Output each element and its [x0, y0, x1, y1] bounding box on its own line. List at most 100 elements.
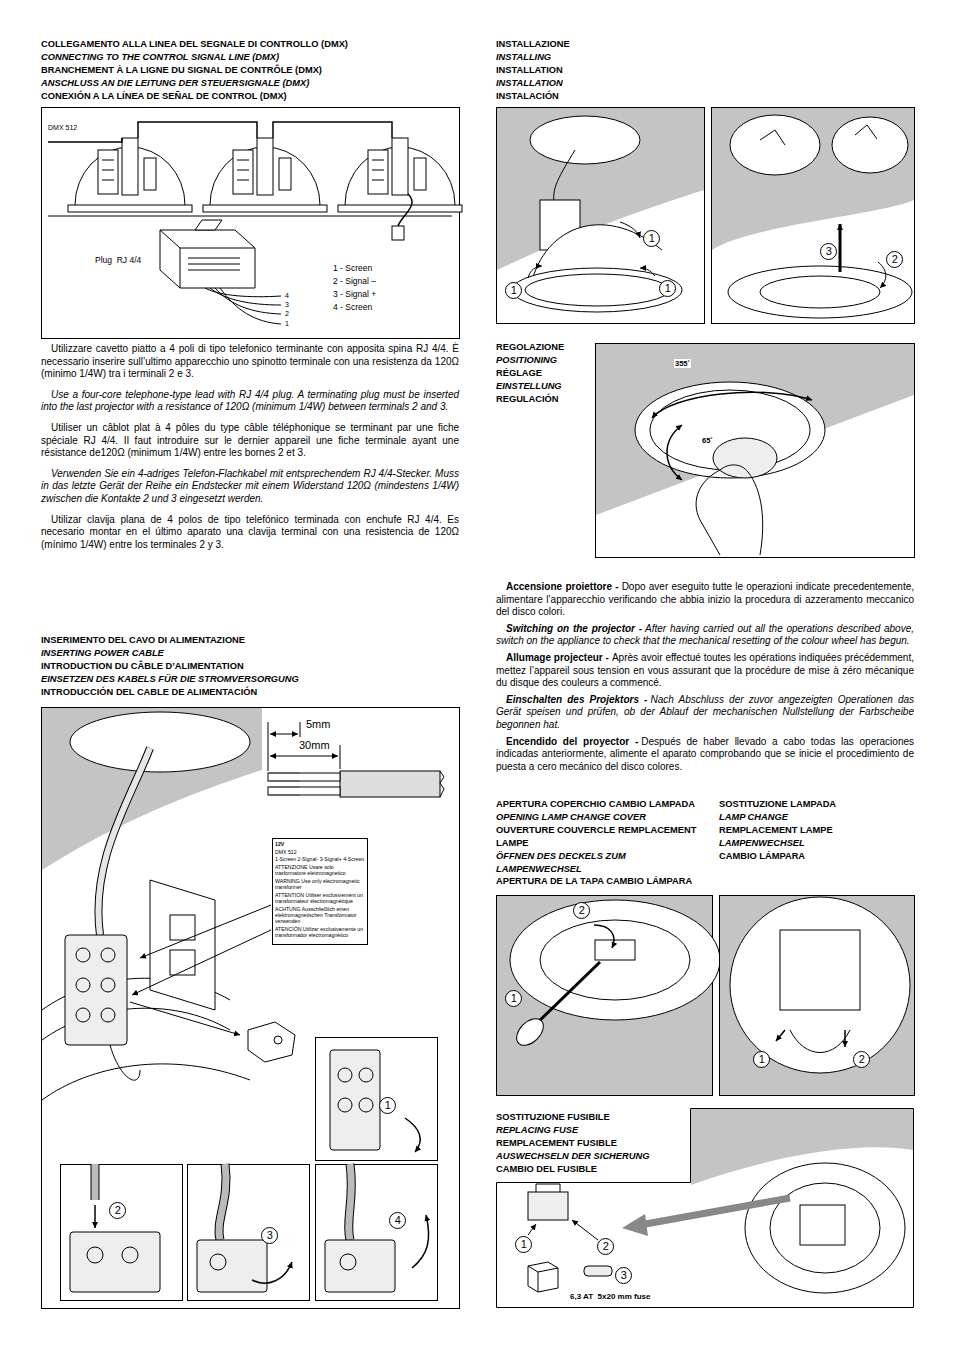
- lamp-illustration-part: [720, 896, 915, 1096]
- positioning-illustration-part: [652, 392, 812, 418]
- dmx-illustration-part: [160, 230, 255, 288]
- installation-illustration-part: [712, 108, 914, 250]
- installation-illustration-part: [760, 276, 880, 308]
- installation-illustration-part: [640, 268, 655, 276]
- label: Plug RJ 4/4: [95, 255, 141, 265]
- text-group: INSERIMENTO DEL CAVO DI ALIMENTAZIONEINS…: [41, 634, 461, 699]
- power-cable-illustration-part: [42, 708, 262, 870]
- power-cable-illustration-part: [440, 771, 444, 797]
- power-cable-illustration-part: [405, 1118, 420, 1152]
- paragraph-text: Encendido del proyector -: [506, 736, 638, 747]
- paragraph: Utiliser un câblot plat à 4 pôles du typ…: [41, 422, 459, 460]
- dmx-illustration-part: [195, 220, 222, 230]
- lamp-illustration-part: [594, 925, 614, 948]
- power-cable-illustration-part: [340, 771, 440, 797]
- label: 4 - Screen: [333, 302, 372, 312]
- paragraph-text: Utilizar clavija plana de 4 polos de tip…: [41, 514, 462, 550]
- installation-illustration-part: [712, 108, 915, 324]
- label: DMX 512: [48, 124, 77, 132]
- sticker-text: ACHTUNG Ausschließlich einen elektromagn…: [275, 906, 365, 925]
- section-heading: POSITIONING: [496, 354, 591, 367]
- power-cable-illustration-part: [170, 915, 195, 940]
- dmx-illustration-part: [68, 138, 192, 212]
- paragraph: Allumage projecteur -Après avoir effectu…: [496, 652, 914, 690]
- paragraph: Use a four-core telephone-type lead with…: [41, 389, 459, 414]
- callout-number: 1: [515, 1236, 532, 1253]
- power-cable-illustration-part: [268, 773, 300, 795]
- text-group: SOSTITUZIONE FUSIBILEREPLACING FUSEREMPL…: [496, 1111, 686, 1176]
- power-cable-illustration-part: [274, 1036, 282, 1044]
- fuse-illustration-part: [528, 1224, 536, 1235]
- warning-sticker: 12VDMX 5121-Screen 2-Signal- 3-Signal+ 4…: [272, 838, 368, 945]
- section-heading: REGOLAZIONE: [496, 341, 591, 354]
- lamp-illustration-part: [730, 897, 910, 1073]
- section-heading: CONNECTING TO THE CONTROL SIGNAL LINE (D…: [41, 51, 461, 64]
- power-cable-illustration-part: [197, 1240, 267, 1292]
- sticker-text: ATENCIÓN Utilizar exclusivamente un tran…: [275, 926, 365, 938]
- callout-number: 1: [643, 230, 660, 247]
- callout-number: 2: [597, 1238, 614, 1255]
- power-cable-illustration-part: [316, 1165, 438, 1301]
- sticker-text: ATTENZIONE Usare solo trasformatore elet…: [275, 864, 365, 876]
- paragraph: Accensione proiettore -Dopo aver eseguit…: [496, 581, 914, 619]
- power-cable-illustration-part: [252, 1262, 292, 1283]
- dmx-illustration-part: [160, 230, 255, 288]
- text-group: REGOLAZIONEPOSITIONINGRÉGLAGEEINSTELLUNG…: [496, 341, 591, 406]
- section-heading: INTRODUCTION DU CÂBLE D’ALIMENTATION: [41, 660, 461, 673]
- power-cable-illustration-part: [98, 748, 150, 935]
- callout-number: 2: [886, 251, 903, 268]
- section-heading: REMPLACEMENT LAMPE: [719, 824, 911, 837]
- dmx-illustration-part: [398, 194, 412, 226]
- power-cable-illustration-part: [70, 1232, 160, 1292]
- paragraph: Switching on the projector -After having…: [496, 623, 914, 648]
- power-cable-illustration-part: [412, 1215, 429, 1268]
- paragraph-text: Einschalten des Projektors -: [506, 694, 647, 705]
- power-cable-illustration-part: [349, 1164, 352, 1240]
- text-group: Utilizzare cavetto piatto a 4 poli di ti…: [41, 343, 459, 559]
- paragraph: Verwenden Sie ein 4-adriges Telefon-Flac…: [41, 468, 459, 506]
- sticker-text: ATTENTION Utiliser exclusivement un tran…: [275, 892, 365, 904]
- installation-illustration-part: [528, 266, 542, 278]
- section-heading: INSTALLAZIONE: [496, 38, 796, 51]
- fuse-illustration-part: [528, 1192, 568, 1220]
- installation-illustration-part: [525, 274, 669, 306]
- text-group: Accensione proiettore -Dopo aver eseguit…: [496, 581, 914, 777]
- section-heading: COLLEGAMENTO ALLA LINEA DEL SEGNALE DI C…: [41, 38, 461, 51]
- section-heading: ÖFFNEN DES DECKELS ZUM LAMPENWECHSEL: [496, 850, 712, 876]
- installation-illustration-part: [760, 125, 877, 145]
- power-cable-illustration-part: [110, 1045, 140, 1080]
- label: 2: [285, 310, 289, 318]
- sticker-text: WARNING Use only electromagnetic transfo…: [275, 878, 365, 890]
- power-cable-illustration-part: [101, 948, 115, 962]
- fuse-illustration-part: [528, 1262, 558, 1292]
- sticker-text: 12V: [275, 841, 365, 847]
- paragraph-text: Utiliser un câblot plat à 4 pôles du typ…: [41, 422, 462, 458]
- section-heading: APERTURA COPERCHIO CAMBIO LAMPADA: [496, 798, 712, 811]
- power-cable-illustration-part: [325, 1240, 395, 1292]
- callout-number: 3: [820, 243, 837, 260]
- power-cable-illustration-part: [76, 1008, 90, 1022]
- label: 355˚: [674, 359, 691, 368]
- dmx-illustration-part: [188, 258, 240, 270]
- positioning-illustration-part: [596, 344, 914, 515]
- fuse-illustration-part: [800, 1205, 845, 1245]
- section-heading: LAMP CHANGE: [719, 811, 911, 824]
- paragraph-text: Switching on the projector -: [506, 623, 642, 634]
- positioning-illustration-part: [696, 465, 763, 555]
- positioning-illustration-part: [635, 382, 825, 478]
- section-heading: INSERIMENTO DEL CAVO DI ALIMENTAZIONE: [41, 634, 461, 647]
- installation-illustration: [497, 108, 915, 324]
- power-cable-illustration-part: [316, 1038, 438, 1161]
- installation-illustration-part: [497, 108, 705, 324]
- power-cable-illustration-part: [340, 1254, 356, 1270]
- dmx-illustration-part: [210, 288, 281, 305]
- power-cable-illustration-part: [270, 734, 298, 735]
- paragraph: Utilizzare cavetto piatto a 4 poli di ti…: [41, 343, 459, 381]
- installation-illustration-part: [878, 262, 886, 288]
- section-heading: CAMBIO LÁMPARA: [719, 850, 911, 863]
- dmx-illustration: [42, 108, 463, 339]
- section-heading: INSTALACIÓN: [496, 90, 796, 103]
- power-cable-illustration-part: [76, 978, 90, 992]
- paragraph-text: Accensione proiettore -: [506, 581, 619, 592]
- section-heading: AUSWECHSELN DER SICHERUNG: [496, 1150, 686, 1163]
